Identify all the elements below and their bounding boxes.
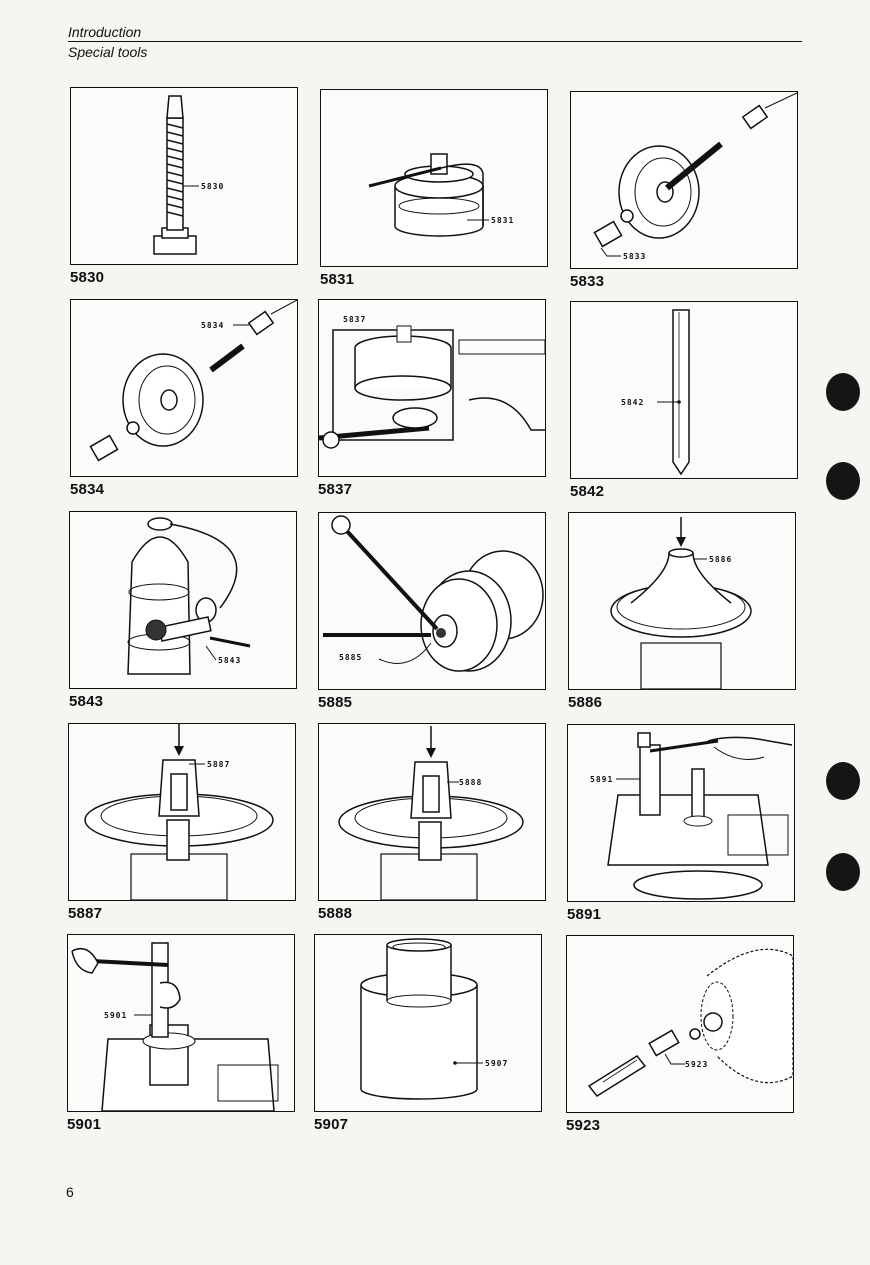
section-title: Introduction	[68, 24, 142, 40]
tool-tile-5842: 5842 5842	[570, 301, 798, 500]
tool-illustration-5843: 5843	[69, 511, 297, 689]
tool-drawing-5837: 5837	[319, 315, 545, 449]
tool-drawing-5887: 5887	[84, 724, 274, 900]
tool-drawing-5833: 5833	[593, 92, 797, 261]
tool-drawing-5885: 5885	[323, 515, 544, 672]
tool-caption-5843: 5843	[69, 693, 104, 710]
tool-tile-5830: 5830 5830	[70, 87, 298, 286]
tool-illustration-5842: 5842	[570, 301, 798, 479]
tool-illustration-5891: 5891	[567, 724, 795, 902]
subsection-title: Special tools	[68, 44, 148, 60]
tool-tile-5923: 5923 5923	[566, 935, 794, 1134]
callout-5901: 5901	[104, 1011, 127, 1020]
page-header: Introduction Special tools	[68, 24, 802, 61]
callout-5837: 5837	[343, 315, 366, 324]
callout-5885: 5885	[339, 653, 362, 662]
tool-illustration-5923: 5923	[566, 935, 794, 1113]
tool-tile-5887: 5887 5887	[68, 723, 296, 922]
tool-tile-5837: 5837 5837	[318, 299, 546, 498]
section-tab-marker	[826, 762, 860, 800]
tool-tile-5886: 5886 5886	[568, 512, 796, 711]
tool-caption-5833: 5833	[570, 273, 605, 290]
tool-caption-5831: 5831	[320, 271, 355, 288]
tool-tile-5843: 5843 5843	[69, 511, 297, 710]
callout-5834: 5834	[201, 321, 224, 330]
tool-illustration-5907: 5907	[314, 934, 542, 1112]
tool-illustration-5831: 5831	[320, 89, 548, 267]
tool-tile-5831: 5831 5831	[320, 89, 548, 288]
tool-caption-5888: 5888	[318, 905, 353, 922]
header-rule	[68, 41, 802, 42]
section-tab-marker	[826, 853, 860, 891]
callout-5907: 5907	[485, 1059, 508, 1068]
section-tab-marker	[826, 373, 860, 411]
tool-caption-5842: 5842	[570, 483, 605, 500]
callout-5888: 5888	[459, 778, 482, 787]
tool-illustration-5887: 5887	[68, 723, 296, 901]
callout-5831: 5831	[491, 216, 514, 225]
tool-tile-5901: 5901 5901	[67, 934, 295, 1133]
page-number: 6	[66, 1184, 74, 1200]
tool-caption-5837: 5837	[318, 481, 353, 498]
callout-5843: 5843	[218, 656, 241, 665]
tool-tile-5891: 5891 5891	[567, 724, 795, 923]
tool-drawing-5830: 5830	[153, 95, 224, 255]
tool-caption-5901: 5901	[67, 1116, 102, 1133]
callout-5891: 5891	[590, 775, 613, 784]
tool-tile-5833: 5833 5833	[570, 91, 798, 290]
callout-5842: 5842	[621, 398, 644, 407]
callout-5886: 5886	[709, 555, 732, 564]
tool-drawing-5831: 5831	[368, 153, 514, 237]
tool-tile-5907: 5907 5907	[314, 934, 542, 1133]
tool-tile-5834: 5834 5834	[70, 299, 298, 498]
tool-caption-5887: 5887	[68, 905, 103, 922]
tool-illustration-5888: 5888	[318, 723, 546, 901]
section-tab-marker	[826, 462, 860, 500]
callout-5887: 5887	[207, 760, 230, 769]
tool-drawing-5842: 5842	[621, 309, 690, 476]
tool-caption-5886: 5886	[568, 694, 603, 711]
tool-drawing-5834: 5834	[89, 300, 297, 462]
tool-drawing-5901: 5901	[71, 942, 279, 1111]
tool-caption-5923: 5923	[566, 1117, 601, 1134]
tool-illustration-5885: 5885	[318, 512, 546, 690]
tool-tile-5885: 5885 5885	[318, 512, 546, 711]
tool-caption-5891: 5891	[567, 906, 602, 923]
tool-tile-5888: 5888 5888	[318, 723, 546, 922]
tool-illustration-5901: 5901	[67, 934, 295, 1112]
tool-caption-5885: 5885	[318, 694, 353, 711]
tool-illustration-5834: 5834	[70, 299, 298, 477]
tool-illustration-5886: 5886	[568, 512, 796, 690]
callout-5923: 5923	[685, 1060, 708, 1069]
tool-caption-5907: 5907	[314, 1116, 349, 1133]
tool-drawing-5843: 5843	[127, 517, 251, 675]
callout-5833: 5833	[623, 252, 646, 261]
tool-illustration-5833: 5833	[570, 91, 798, 269]
tool-caption-5830: 5830	[70, 269, 105, 286]
tool-illustration-5830: 5830	[70, 87, 298, 265]
tool-drawing-5888: 5888	[338, 726, 524, 900]
tool-drawing-5891: 5891	[590, 732, 793, 900]
tool-drawing-5923: 5923	[587, 948, 793, 1097]
tool-caption-5834: 5834	[70, 481, 105, 498]
tool-drawing-5886: 5886	[610, 517, 752, 689]
tool-illustration-5837: 5837	[318, 299, 546, 477]
tool-drawing-5907: 5907	[360, 938, 508, 1100]
callout-5830: 5830	[201, 182, 224, 191]
